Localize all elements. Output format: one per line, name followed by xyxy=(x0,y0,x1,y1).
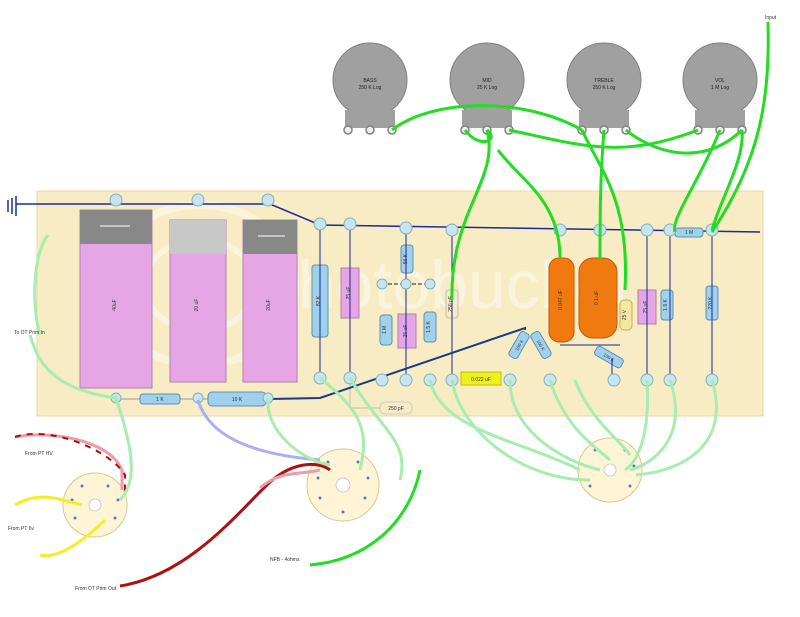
pot-mid-name: MID xyxy=(482,78,492,84)
resistor-220k-label: 220 K xyxy=(708,296,714,310)
resistor-15k-b-label: 1.5 K xyxy=(663,299,669,311)
cap-25v-label: 25 V xyxy=(622,309,628,320)
from-ot-prim-out-wire xyxy=(119,462,331,588)
to-ot-prim-in-label: To OT Prim In xyxy=(14,330,45,336)
resistor-1m-label: 1 M xyxy=(382,326,388,334)
filter-cap-20uf-b-label: 20uF xyxy=(266,299,272,310)
cap-01uf xyxy=(578,257,618,339)
light-green-wiring xyxy=(28,334,718,502)
resistor-15k xyxy=(423,311,437,343)
series-resistor-1k-label: 1 K xyxy=(156,397,164,403)
cap-25v xyxy=(619,299,633,331)
from-pt-6v-wire-a xyxy=(14,495,83,507)
resistor-15k-label: 1.5 K xyxy=(426,321,432,333)
cap-047uf-label: 0.047 uF xyxy=(558,290,564,310)
from-pt-6v-label: From PT 6v xyxy=(8,526,35,532)
resistor-1m-top-label: 1 M xyxy=(685,230,693,236)
cap-022uf-label: 0.022 uF xyxy=(471,377,491,383)
ground-symbol xyxy=(7,196,17,216)
pot-vol-name: VOL xyxy=(715,78,725,84)
cap-25uf-b xyxy=(397,313,417,349)
input-label: Input xyxy=(765,15,777,21)
resistor-100k-b-label: 100 K xyxy=(535,339,545,352)
filter-cap-40uf-label: 40uF xyxy=(112,299,118,310)
pot-mid[interactable] xyxy=(449,42,525,128)
cap-250pf-top-label: 250 pF xyxy=(448,296,454,312)
tube-socket-rectifier xyxy=(62,472,128,538)
filter-cap-20uf-a xyxy=(169,219,227,383)
pot-bass-name: BASS xyxy=(363,78,377,84)
resistor-100k-c xyxy=(594,345,624,369)
filter-cap-20uf-b xyxy=(242,219,298,383)
from-pt-hv-wire-pink xyxy=(14,433,124,490)
light-blue-wire xyxy=(196,399,321,462)
nfb-label: NFB - 4ohms xyxy=(270,557,300,563)
pot-vol-value: 1 M Log xyxy=(711,85,729,91)
from-pt-hv-label: From PT HV xyxy=(25,451,53,457)
resistor-1m xyxy=(379,314,393,346)
series-resistor-10k-label: 10 K xyxy=(232,397,243,403)
cap-01uf-label: 0.1 uF xyxy=(594,291,600,305)
pot-lugs xyxy=(343,125,747,135)
resistor-56k xyxy=(400,244,414,274)
pot-bass[interactable] xyxy=(332,42,408,128)
cap-25uf-c-label: 25 uF xyxy=(643,301,649,314)
cap-250pf-bottom-label: 250 pF xyxy=(388,406,404,412)
cap-022uf xyxy=(460,371,502,386)
filter-cap-20uf-a-label: 20 uF xyxy=(194,299,200,312)
ot-pink-wire xyxy=(258,468,321,490)
resistor-100k-c-label: 100 K xyxy=(602,352,615,362)
cap-25uf-a-label: 25 uF xyxy=(346,287,352,300)
resistor-100k-a-label: 100 K xyxy=(514,339,524,352)
filter-cap-40uf xyxy=(79,209,153,389)
ground-bus-wire xyxy=(16,203,761,233)
from-pt-6v-wire-b xyxy=(39,518,107,558)
from-ot-prim-out-label: From OT Prim Out xyxy=(75,586,117,592)
tube-socket-preamp xyxy=(577,437,643,503)
resistor-100k-a xyxy=(508,330,530,360)
pot-mid-value: 25 K Log xyxy=(477,85,497,91)
pot-treble[interactable] xyxy=(566,42,642,128)
pot-vol[interactable] xyxy=(682,42,758,128)
pot-treble-name: TREBLE xyxy=(594,78,614,84)
from-pt-hv-wire-red xyxy=(14,432,126,495)
green-wiring xyxy=(33,21,770,567)
nfb-blue-wire xyxy=(269,326,526,400)
resistor-100k-b xyxy=(530,330,552,360)
pot-treble-value: 250 K Log xyxy=(593,85,616,91)
resistor-82k-label: 82 K xyxy=(316,295,322,306)
series-resistor-1k xyxy=(139,393,181,405)
pot-bass-value: 250 K Log xyxy=(359,85,382,91)
